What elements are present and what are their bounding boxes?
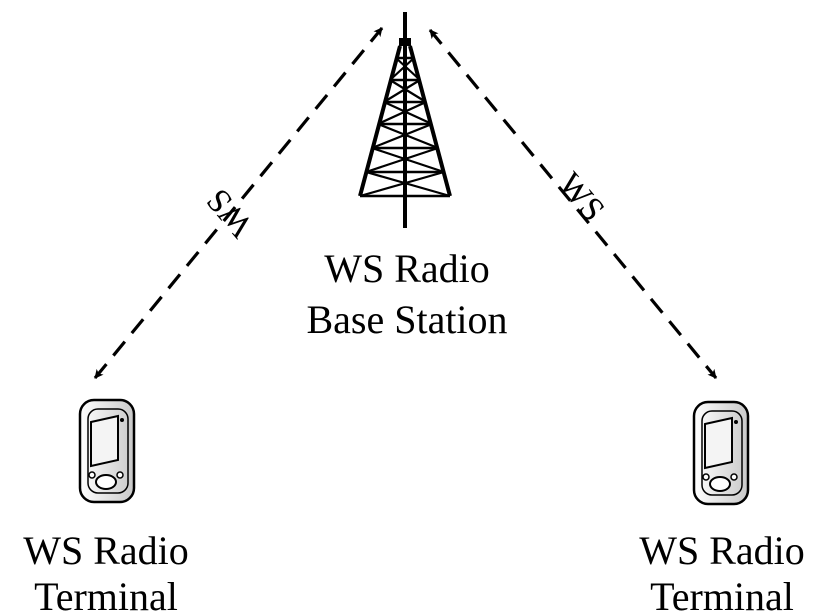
mobile-phone-icon xyxy=(692,400,750,506)
terminal-left-label-line1: WS Radio xyxy=(23,528,189,573)
radio-tower-icon xyxy=(358,12,452,228)
base-station-label-line1: WS Radio xyxy=(324,246,490,291)
link-left-label: WS xyxy=(199,181,260,244)
mobile-phone-icon xyxy=(78,398,136,504)
terminal-right-label-line2: Terminal xyxy=(650,574,794,616)
terminal-right-label-line1: WS Radio xyxy=(639,528,805,573)
base-station-label-line2: Base Station xyxy=(306,297,507,342)
link-left-line xyxy=(93,26,384,380)
terminal-left-label-line2: Terminal xyxy=(34,574,178,616)
link-right-label: WS xyxy=(550,166,611,229)
link-right-line xyxy=(428,28,718,380)
